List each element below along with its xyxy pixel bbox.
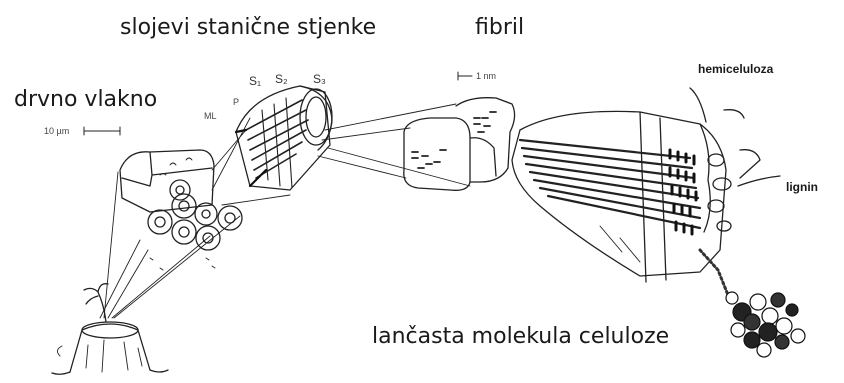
layer-s2-label: S₂ xyxy=(275,72,288,86)
layer-p-label: P xyxy=(233,97,239,107)
layer-ml-label: ML xyxy=(204,111,217,121)
cellulose-chain-label: lančasta molekula celuloze xyxy=(372,324,669,349)
scale-bar-fibril xyxy=(458,72,472,80)
fibril-label: fibril xyxy=(475,15,524,40)
scale-fiber-label: 10 µm xyxy=(44,126,69,136)
expansion-rays-3 xyxy=(318,104,470,186)
hemicellulose-label: hemiceluloza xyxy=(698,62,773,76)
layer-s1-label: S₁ xyxy=(249,74,261,88)
wood-fiber-label: drvno vlakno xyxy=(14,87,157,112)
scale-fibril-label: 1 nm xyxy=(476,71,496,81)
tree-stump-icon xyxy=(52,284,168,375)
expansion-rays-1 xyxy=(100,172,240,318)
cell-wall-layers-label: slojevi stanične stjenke xyxy=(120,15,376,40)
fibril-cross-section xyxy=(404,98,515,191)
cell-wall-layers-cylinder xyxy=(236,86,332,190)
scale-bar-fiber xyxy=(84,127,120,135)
lignin-label: lignin xyxy=(786,180,818,194)
cellulose-molecule xyxy=(700,250,805,357)
layer-s3-label: S₃ xyxy=(313,72,326,86)
microfibril-block xyxy=(512,88,780,282)
